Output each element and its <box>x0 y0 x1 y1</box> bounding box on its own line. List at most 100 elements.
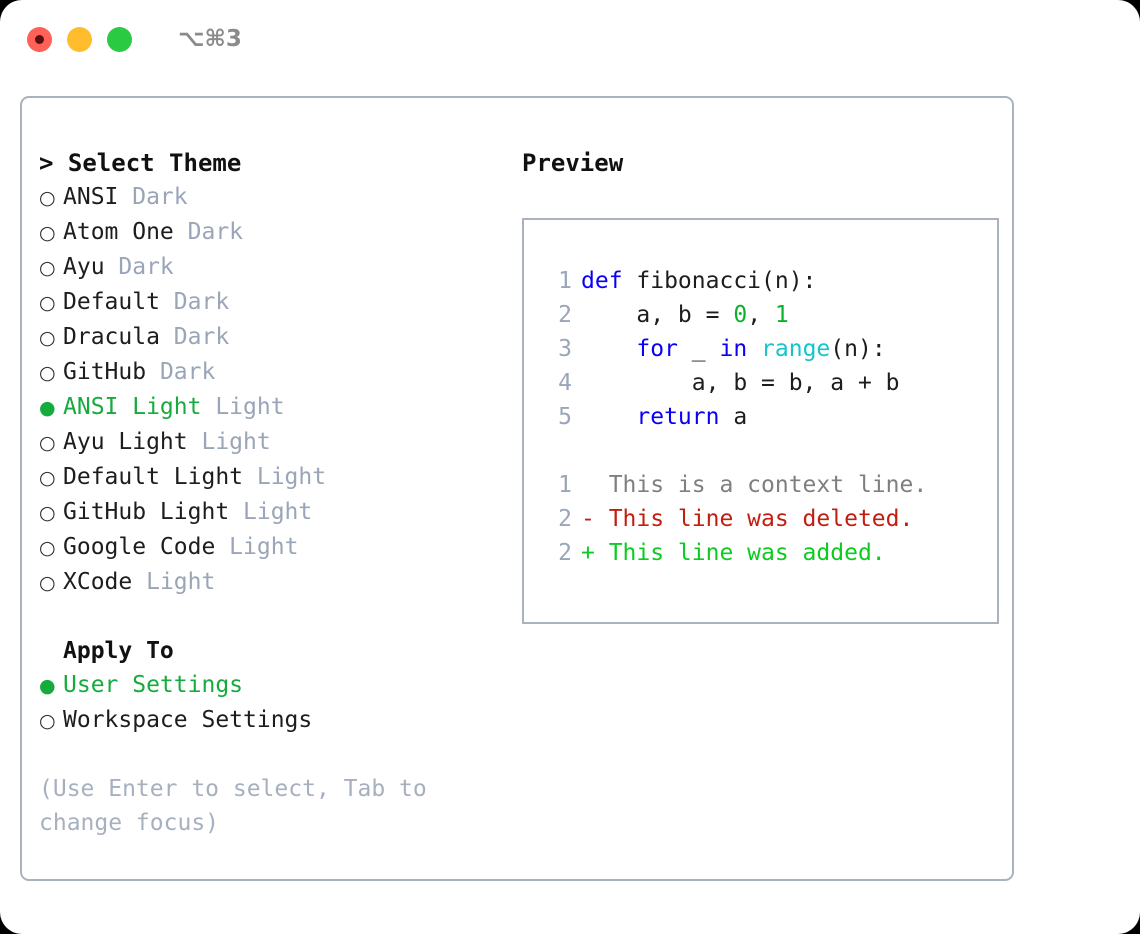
radio-selected-icon: ● <box>39 675 56 697</box>
apply-to-item-label: User Settings <box>63 672 244 698</box>
theme-item-label: XCode <box>63 569 133 595</box>
theme-item[interactable]: ○Ayu Dark <box>39 250 502 285</box>
code-token-pln: _ <box>677 336 720 362</box>
apply-to-header: Apply To <box>63 638 174 664</box>
theme-item-badge: Dark <box>118 184 188 210</box>
code-line-number: 1 <box>558 268 572 294</box>
window-title-shortcut: ⌥⌘3 <box>178 26 242 52</box>
radio-unselected-icon: ○ <box>39 222 56 244</box>
theme-item-label: Ayu <box>63 254 105 280</box>
code-line-number: 4 <box>558 370 572 396</box>
code-line-number: 3 <box>558 336 572 362</box>
code-line-text: a, b = b, a + b <box>572 366 900 400</box>
radio-unselected-icon: ○ <box>39 327 56 349</box>
theme-item[interactable]: ● ANSI Light Light <box>39 390 502 425</box>
apply-to-list: ● User Settings ○Workspace Settings <box>39 668 502 738</box>
radio-unselected-icon: ○ <box>39 467 56 489</box>
theme-item[interactable]: ○ Dracula Dark <box>39 320 502 355</box>
code-token-pln: a, b = b, a + b <box>581 370 900 396</box>
theme-item-label: ANSI Light <box>63 394 202 420</box>
code-token-pln <box>747 336 761 362</box>
diff-line-text-del: - This line was deleted. <box>581 506 914 532</box>
theme-item-badge: Light <box>201 394 285 420</box>
radio-unselected-icon: ○ <box>39 292 56 314</box>
theme-item-badge: Light <box>215 534 299 560</box>
window-titlebar: ⌥⌘3 <box>0 0 1140 78</box>
theme-item-label: Default Light <box>63 464 244 490</box>
diff-line-text-add: + This line was added. <box>581 540 886 566</box>
code-token-kw: in <box>719 336 748 362</box>
theme-list: ○ANSI Dark○Atom One Dark○Ayu Dark○Defaul… <box>39 180 502 600</box>
code-line: 5 return a <box>542 400 997 434</box>
code-token-pln: , <box>747 302 775 328</box>
diff-line-number: 1 <box>558 472 572 498</box>
theme-item-label: GitHub Light <box>63 499 230 525</box>
radio-unselected-icon: ○ <box>39 432 56 454</box>
theme-item-label: Dracula <box>63 324 160 350</box>
diff-line: 1 This is a context line. <box>542 468 997 502</box>
theme-item-badge: Light <box>187 429 271 455</box>
theme-item-badge: Dark <box>159 289 230 315</box>
theme-item[interactable]: ○Atom One Dark <box>39 215 502 250</box>
list-spacer <box>39 600 502 634</box>
theme-item-label: Default <box>63 289 160 315</box>
theme-item-badge: Dark <box>173 219 244 245</box>
theme-item[interactable]: ○ Google Code Light <box>39 530 502 565</box>
theme-item[interactable]: ○ GitHub Dark <box>39 355 502 390</box>
theme-item-label: Google Code <box>63 534 216 560</box>
code-token-num: 1 <box>774 302 789 328</box>
code-token-pln: (n): <box>830 336 886 362</box>
keyboard-hint-text: (Use Enter to select, Tab to change focu… <box>39 776 441 836</box>
theme-item-badge: Dark <box>104 254 174 280</box>
radio-unselected-icon: ○ <box>39 502 56 524</box>
code-token-fn: range <box>761 336 831 362</box>
code-token-pln <box>581 336 636 362</box>
code-token-kw: return <box>636 404 720 430</box>
apply-to-item-label: Workspace Settings <box>63 707 313 733</box>
theme-item-label: Ayu Light <box>63 429 188 455</box>
radio-unselected-icon: ○ <box>39 537 56 559</box>
code-token-num: 0 <box>733 302 748 328</box>
theme-item-badge: Light <box>229 499 313 525</box>
radio-unselected-icon: ○ <box>39 362 56 384</box>
theme-item-label: GitHub <box>63 359 147 385</box>
diff-sample: 1 This is a context line. 2 - This line wa… <box>542 468 997 570</box>
diff-line: 2 + This line was added. <box>542 536 997 570</box>
code-line: 2 a, b = 0, 1 <box>542 298 997 332</box>
radio-selected-icon: ● <box>39 397 56 419</box>
radio-unselected-icon: ○ <box>39 187 56 209</box>
code-line: 3 for _ in range(n): <box>542 332 997 366</box>
apply-to-item[interactable]: ○Workspace Settings <box>39 703 502 738</box>
theme-item-badge: Light <box>132 569 216 595</box>
code-diff-spacer <box>542 434 997 468</box>
code-line-number: 5 <box>558 404 572 430</box>
diff-line-number: 2 <box>558 506 572 532</box>
diff-line: 2 - This line was deleted. <box>542 502 997 536</box>
select-theme-header: > Select Theme <box>39 149 242 177</box>
code-line-number: 2 <box>558 302 572 328</box>
theme-item[interactable]: ○ Ayu Light Light <box>39 425 502 460</box>
theme-item[interactable]: ○XCode Light <box>39 565 502 600</box>
code-token-pln: fibonacci(n): <box>622 268 817 294</box>
theme-item-badge: Dark <box>159 324 230 350</box>
apply-to-item[interactable]: ● User Settings <box>39 668 502 703</box>
theme-item[interactable]: ○ GitHub Light Light <box>39 495 502 530</box>
theme-item[interactable]: ○ANSI Dark <box>39 180 502 215</box>
theme-picker-column: > Select Theme ○ANSI Dark○Atom One Dark○… <box>22 98 502 879</box>
close-button[interactable] <box>27 26 52 52</box>
theme-item[interactable]: ○ Default Light Light <box>39 460 502 495</box>
theme-item[interactable]: ○ Default Dark <box>39 285 502 320</box>
zoom-button[interactable] <box>107 26 132 52</box>
code-token-pln <box>581 404 636 430</box>
diff-line-number: 2 <box>558 540 572 566</box>
code-token-pln: a <box>719 404 748 430</box>
minimize-button[interactable] <box>67 26 92 52</box>
theme-item-badge: Dark <box>146 359 216 385</box>
theme-item-badge: Light <box>243 464 327 490</box>
diff-line-text-ctx: This is a context line. <box>581 472 928 498</box>
